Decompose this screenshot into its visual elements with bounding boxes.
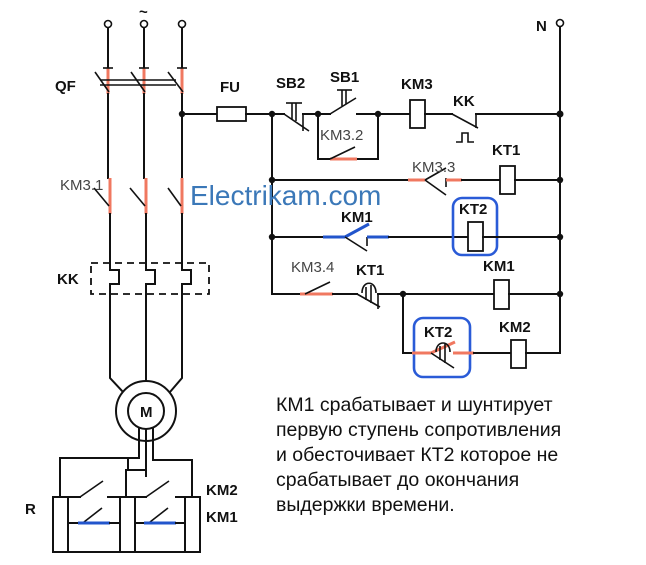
- neutral-label: N: [536, 18, 547, 35]
- kt2-contact-highlight: [412, 316, 472, 379]
- rotor-resistors: [52, 480, 201, 553]
- fuse: [216, 106, 247, 122]
- sb1-label: SB1: [330, 69, 359, 86]
- kt1-coil: [499, 165, 516, 195]
- km1-coil: [493, 279, 510, 310]
- terminal-N: [555, 18, 565, 28]
- km3-2-label: KM3.2: [320, 127, 363, 144]
- kk-contact-label: KK: [453, 93, 475, 110]
- power-circuit: ~ QF KM3.1: [25, 4, 238, 553]
- kk-thermal-box: [90, 262, 210, 295]
- terminal-L3: [177, 19, 187, 29]
- watermark: Electrikam.com: [190, 180, 381, 211]
- km1-rotor-label: KM1: [206, 509, 238, 526]
- kk-thermal-label: KK: [57, 271, 79, 288]
- terminal-L1: [103, 19, 113, 29]
- qf-breaker: [94, 67, 187, 94]
- km3-coil-label: KM3: [401, 76, 433, 93]
- kt2-contact-label: KT2: [424, 324, 452, 341]
- resistor-label: R: [25, 501, 36, 518]
- kt2-coil: [467, 221, 484, 252]
- terminal-L2: [139, 19, 149, 29]
- km2-coil-label: KM2: [499, 319, 531, 336]
- motor: M: [115, 380, 177, 442]
- km3-4-label: KM3.4: [291, 259, 334, 276]
- kt1-time-contact: [356, 282, 381, 309]
- explanation-note: КМ1 срабатывает и шунтирует первую ступе…: [276, 394, 562, 516]
- kt2-time-contact: [412, 340, 474, 369]
- ac-symbol: ~: [139, 4, 148, 21]
- kt2-coil-highlight: [451, 196, 499, 257]
- kt1-coil-label: KT1: [492, 142, 520, 159]
- fu-label: FU: [220, 79, 240, 96]
- km2-rotor-label: KM2: [206, 482, 238, 499]
- sb1-start-button: [317, 89, 379, 115]
- qf-label: QF: [55, 78, 76, 95]
- km2-coil: [510, 339, 527, 369]
- km3-1-label: KM3.1: [60, 177, 103, 194]
- km1-contact-label: KM1: [341, 209, 373, 226]
- kk-thermal-elements: [109, 261, 192, 295]
- km3-coil: [409, 99, 426, 129]
- sb2-label: SB2: [276, 75, 305, 92]
- kk-nc-contact: [451, 113, 479, 143]
- km3-1-contacts: [93, 178, 184, 214]
- kt1-contact-label: KT1: [356, 262, 384, 279]
- kt2-coil-label: KT2: [459, 201, 487, 218]
- control-circuit: N FU SB2 SB1: [181, 18, 565, 379]
- sb2-stop-button: [271, 102, 319, 132]
- motor-label: M: [140, 404, 153, 421]
- km1-coil-label: KM1: [483, 258, 515, 275]
- km3-3-label: KM3.3: [412, 159, 455, 176]
